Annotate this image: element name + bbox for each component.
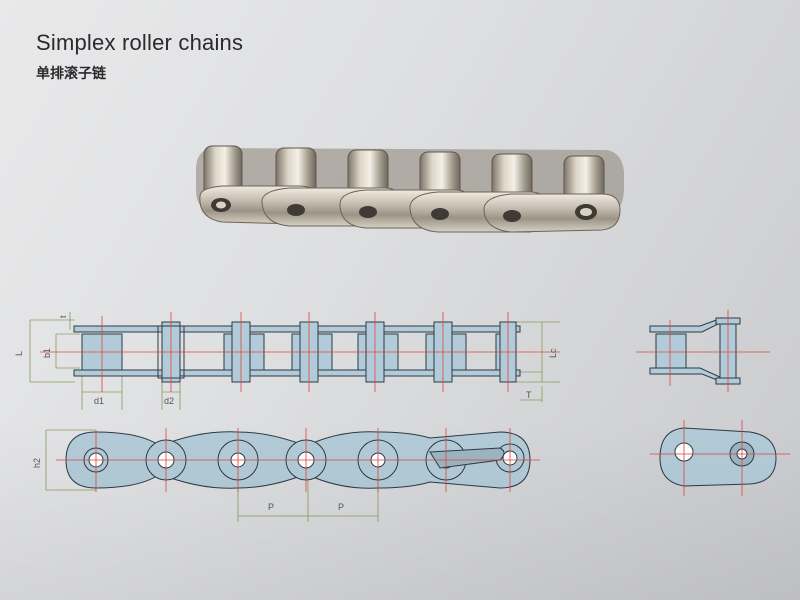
dim-L-label: L: [14, 351, 24, 356]
top-view-centerlines: [40, 312, 560, 392]
chain-photo: [196, 145, 624, 233]
side-view-drawing: h2 P P: [32, 428, 540, 522]
dim-b1-label: b1: [42, 348, 52, 358]
dim-h2-label: h2: [32, 458, 42, 468]
dim-P2-label: P: [338, 502, 344, 512]
dim-d2-label: d2: [164, 396, 174, 406]
offset-link-side-view: [650, 420, 790, 496]
dim-Lc-label: Lc: [548, 348, 558, 358]
dim-t-label: t: [58, 315, 68, 318]
dim-T-label: T: [526, 390, 532, 400]
page-title: Simplex roller chains: [36, 30, 244, 55]
page-subtitle: 单排滚子链: [36, 66, 106, 82]
dim-d1-label: d1: [94, 396, 104, 406]
top-view-drawing: L b1 t d1 d2 Lc T: [14, 312, 560, 410]
offset-link-top-view: [636, 310, 770, 392]
dim-P1-label: P: [268, 502, 274, 512]
